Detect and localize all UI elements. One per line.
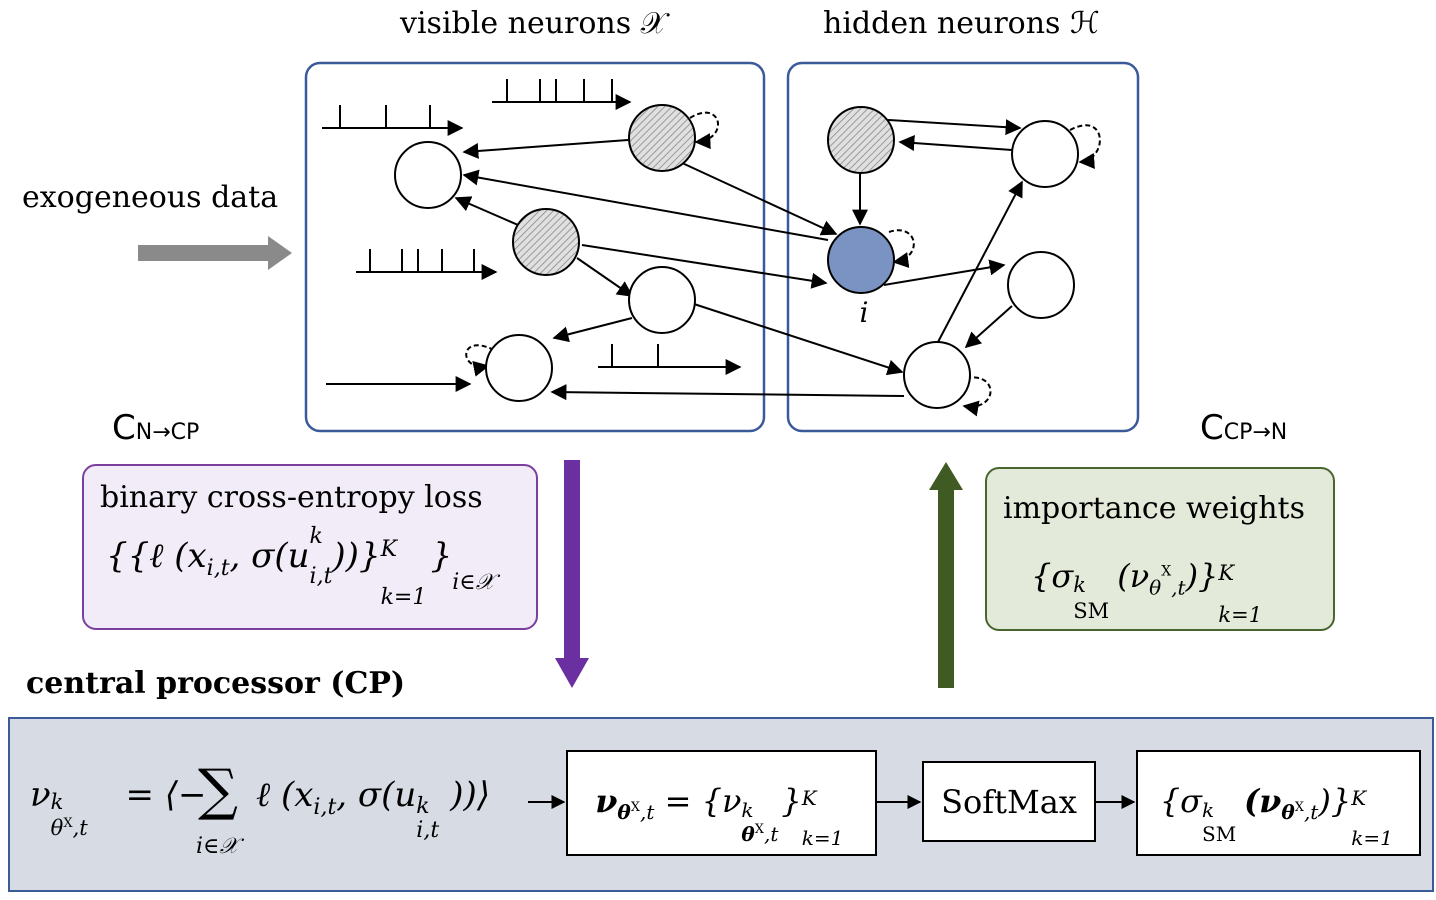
spike-train-2	[492, 79, 632, 110]
green-up-arrow	[929, 462, 963, 688]
visible-neuron-observed-1	[628, 104, 696, 172]
c-n-to-cp-label: CN→CP	[112, 408, 200, 448]
visible-neuron-a	[394, 141, 462, 209]
neuron-i-label: i	[860, 296, 869, 329]
spike-train-3	[356, 249, 498, 280]
spike-train-5	[598, 344, 742, 375]
exogenous-data-label: exogeneous data	[22, 180, 279, 215]
hidden-neuron-a	[1011, 120, 1079, 188]
cp-sum-index: i∈𝒳	[196, 834, 239, 859]
snn-diagram: i	[138, 61, 1140, 433]
visible-neuron-observed-2	[512, 208, 580, 276]
synapses	[454, 119, 1023, 401]
hidden-neuron-b	[1007, 251, 1075, 319]
spike-train-1	[322, 105, 464, 136]
c-cp-to-n-label: CCP→N	[1200, 408, 1288, 448]
hidden-neurons-title: hidden neurons ℋ	[823, 6, 1100, 41]
visible-neuron-c	[485, 334, 553, 402]
visible-neurons-title: visible neurons 𝒳	[400, 6, 667, 41]
visible-neuron-b	[628, 266, 696, 334]
loss-box: binary cross-entropy loss {{ℓ (xi,t, σ(u…	[82, 464, 538, 630]
hidden-neuron-observed	[827, 106, 895, 174]
self-loops	[465, 111, 1101, 417]
loss-box-title: binary cross-entropy loss	[100, 480, 483, 515]
cp-title: central processor (CP)	[26, 666, 406, 701]
softmax-box: SoftMax	[922, 761, 1096, 842]
cp-sum-symbol: ∑	[198, 758, 238, 823]
weights-box-title: importance weights	[1003, 491, 1306, 526]
hidden-neuron-c	[903, 341, 971, 409]
exogenous-arrow	[138, 236, 292, 270]
purple-down-arrow	[555, 460, 589, 688]
hidden-neuron-i	[827, 226, 895, 294]
